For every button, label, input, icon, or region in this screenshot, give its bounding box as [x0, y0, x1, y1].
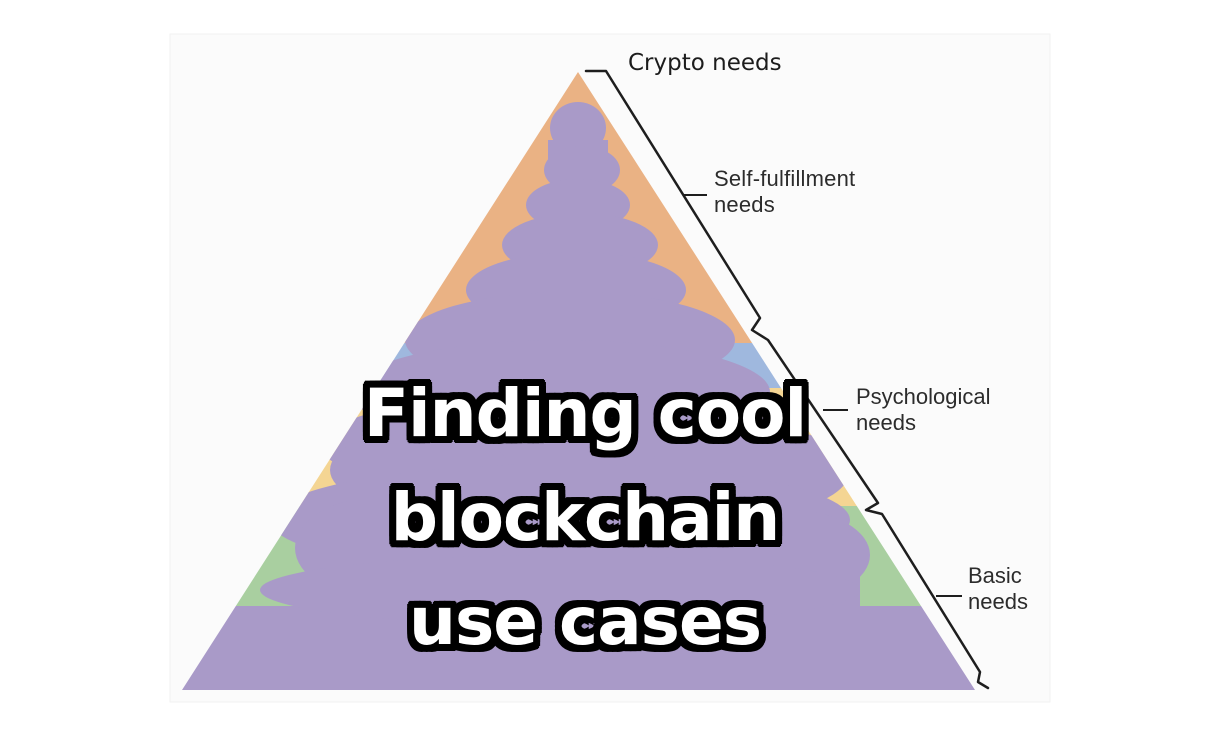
pyramid-bracket: [584, 69, 990, 690]
psychological-label: Psychological needs: [856, 384, 991, 436]
purple-blob: [260, 102, 870, 625]
crypto-needs-label: Crypto needs: [628, 50, 782, 76]
basic-needs-label: Basic needs: [968, 563, 1028, 615]
self-fulfillment-label: Self-fulfillment needs: [714, 166, 856, 218]
meme-caption: Finding cool blockchain use cases: [363, 375, 807, 660]
